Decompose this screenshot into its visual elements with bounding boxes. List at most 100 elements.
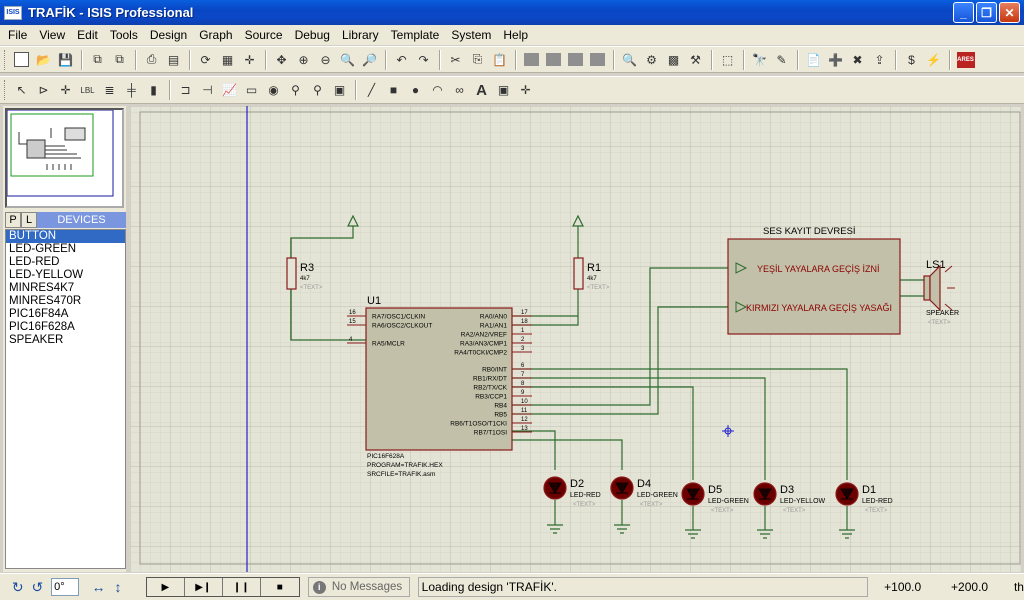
undo-icon[interactable]: ↶ (396, 52, 407, 67)
add-sheet-icon[interactable]: ➕ (828, 52, 843, 67)
block-copy-icon[interactable] (521, 49, 542, 70)
zoom-area-icon[interactable]: 🔎 (362, 52, 377, 67)
exit-parent-icon[interactable]: ⇪ (874, 52, 885, 67)
print-icon[interactable]: ⎙ (146, 52, 157, 66)
circle-icon[interactable]: ● (411, 83, 420, 97)
menu-graph[interactable]: Graph (199, 28, 233, 42)
led-d2[interactable] (543, 476, 567, 500)
cut-icon[interactable]: ✂ (450, 52, 461, 67)
zoom-out-icon[interactable]: ⊖ (320, 52, 331, 67)
overview-window[interactable] (5, 108, 124, 208)
block-move-icon[interactable] (543, 49, 564, 70)
component-mode-icon[interactable]: ⊳ (38, 83, 49, 97)
marker-icon[interactable]: ✛ (520, 83, 531, 97)
menu-edit[interactable]: Edit (77, 28, 98, 42)
terminal-icon[interactable]: ⊐ (180, 83, 191, 97)
text-icon[interactable]: A (476, 81, 487, 99)
led-d4[interactable] (610, 476, 634, 500)
print-area-icon[interactable]: ▤ (167, 52, 180, 67)
generator-icon[interactable]: ◉ (268, 83, 279, 97)
rotate-ccw-icon[interactable]: ↺ (31, 578, 44, 595)
list-item[interactable]: SPEAKER (9, 334, 64, 346)
arc-icon[interactable]: ◠ (432, 83, 443, 97)
list-item[interactable]: LED-YELLOW (9, 269, 84, 281)
zoom-all-icon[interactable]: 🔍 (340, 52, 355, 67)
menu-system[interactable]: System (451, 28, 492, 42)
zoom-in-icon[interactable]: ⊕ (298, 52, 309, 67)
bus-icon[interactable]: ╪ (127, 83, 136, 97)
rotate-cw-icon[interactable]: ↻ (11, 578, 24, 595)
voice-record-module[interactable] (727, 238, 901, 335)
mirror-y-icon[interactable]: ↕ (114, 579, 122, 595)
graph-icon[interactable]: 📈 (222, 83, 237, 97)
resistor-r1[interactable] (573, 257, 584, 290)
restore-button[interactable]: ❐ (976, 2, 997, 23)
device-pin-icon[interactable]: ⊣ (202, 83, 213, 97)
save-icon[interactable]: 💾 (58, 52, 73, 67)
box-icon[interactable]: ■ (389, 83, 398, 97)
property-tool-icon[interactable]: ✎ (776, 52, 787, 67)
menu-file[interactable]: File (8, 28, 28, 42)
menu-source[interactable]: Source (244, 28, 283, 42)
ares-icon[interactable]: ARES (955, 49, 976, 70)
list-item[interactable]: PIC16F84A (9, 308, 69, 320)
symbol-icon[interactable]: ▣ (497, 83, 510, 97)
copy-icon[interactable]: ⎘ (472, 52, 483, 66)
open-folder-icon[interactable]: 📂 (36, 52, 51, 67)
list-item[interactable]: BUTTON (6, 230, 125, 243)
grid-icon[interactable]: ▦ (221, 52, 234, 67)
text-script-icon[interactable]: ≣ (104, 83, 115, 97)
refresh-icon[interactable]: ⟳ (200, 52, 211, 67)
pause-button[interactable]: ❙❙ (222, 578, 261, 596)
mirror-x-icon[interactable]: ↔ (91, 579, 106, 595)
menu-design[interactable]: Design (149, 28, 188, 42)
play-button[interactable]: ▶ (146, 578, 185, 596)
pick-devices-button[interactable]: P (5, 212, 21, 228)
block-rotate-icon[interactable] (565, 49, 586, 70)
close-button[interactable]: ✕ (999, 2, 1020, 23)
wire-label-icon[interactable]: LBL (80, 85, 95, 95)
search-tag-icon[interactable]: 🔭 (752, 52, 767, 67)
speaker-ls1[interactable] (923, 264, 941, 312)
new-sheet-icon[interactable]: 📄 (806, 52, 821, 67)
menu-tools[interactable]: Tools (109, 28, 138, 42)
subcircuit-icon[interactable]: ▮ (150, 83, 157, 97)
minimize-button[interactable]: _ (953, 2, 974, 23)
voltage-probe-icon[interactable]: ⚲ (291, 83, 300, 97)
decompose-icon[interactable]: ⚒ (690, 52, 701, 67)
export-icon[interactable]: ⧉ (115, 52, 124, 66)
path-icon[interactable]: ∞ (455, 83, 464, 97)
list-item[interactable]: MINRES4K7 (9, 282, 75, 294)
bill-of-materials-icon[interactable]: $ (908, 52, 915, 67)
led-d1[interactable] (835, 482, 859, 506)
stop-button[interactable]: ■ (260, 578, 299, 596)
menu-debug[interactable]: Debug (294, 28, 330, 42)
microcontroller-u1[interactable] (365, 307, 513, 451)
junction-icon[interactable]: ✛ (60, 83, 71, 97)
list-item[interactable]: MINRES470R (9, 295, 82, 307)
menu-template[interactable]: Template (390, 28, 440, 42)
list-item[interactable]: LED-GREEN (9, 243, 77, 255)
remove-sheet-icon[interactable]: ✖ (852, 52, 863, 67)
block-delete-icon[interactable] (587, 49, 608, 70)
step-button[interactable]: ▶❙ (184, 578, 223, 596)
led-d3[interactable] (753, 482, 777, 506)
menu-library[interactable]: Library (341, 28, 379, 42)
virtual-instrument-icon[interactable]: ▣ (333, 83, 346, 97)
led-d5[interactable] (681, 482, 705, 506)
menu-view[interactable]: View (39, 28, 66, 42)
paste-icon[interactable]: 📋 (492, 52, 507, 67)
origin-icon[interactable]: ✛ (244, 52, 255, 67)
resistor-r3[interactable] (286, 257, 297, 290)
library-manager-button[interactable]: L (21, 212, 37, 228)
pan-icon[interactable]: ✥ (276, 52, 287, 67)
list-item[interactable]: PIC16F628A (9, 321, 75, 333)
redo-icon[interactable]: ↷ (418, 52, 429, 67)
make-device-icon[interactable]: ⚙ (646, 52, 657, 67)
tape-recorder-icon[interactable]: ▭ (245, 83, 258, 97)
selection-mode-icon[interactable]: ↖ (16, 83, 27, 97)
import-icon[interactable]: ⧉ (93, 52, 102, 66)
messages-box[interactable]: i No Messages (307, 577, 410, 597)
new-file-icon[interactable] (11, 49, 32, 70)
